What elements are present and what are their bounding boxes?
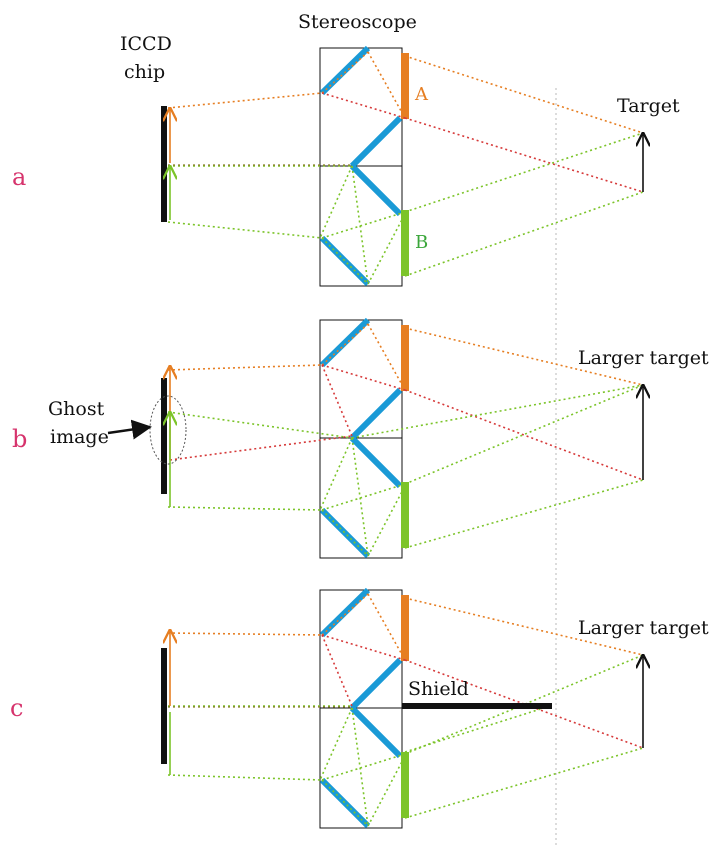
ray-green xyxy=(404,747,644,819)
panel-label-c: c xyxy=(10,694,23,722)
ghost-label-line2: image xyxy=(50,426,109,448)
iccd-chip xyxy=(161,106,167,222)
ray-red xyxy=(321,364,353,437)
mirror-a xyxy=(401,325,409,391)
ray-orange xyxy=(404,597,644,656)
ray-red xyxy=(404,117,644,193)
ray-green xyxy=(404,705,551,753)
ray-orange xyxy=(321,593,369,636)
ray-orange xyxy=(167,364,323,371)
ray-orange xyxy=(367,51,406,119)
ray-red xyxy=(404,389,644,481)
ray-green xyxy=(167,221,323,239)
ray-green xyxy=(321,753,406,781)
ray-green xyxy=(404,191,644,277)
mirror-inner-top xyxy=(349,387,403,441)
ray-green xyxy=(367,213,406,285)
mirror-outer-top xyxy=(319,45,371,96)
panel-a: a A B xyxy=(12,45,680,287)
mirror-inner-bottom xyxy=(349,705,403,759)
ray-green xyxy=(321,237,369,285)
ghost-ellipse xyxy=(149,395,187,465)
mirror-a xyxy=(401,595,409,661)
ray-green xyxy=(321,483,406,511)
ray-green xyxy=(351,384,644,439)
mirror-outer-top xyxy=(319,587,371,638)
ray-green xyxy=(404,132,644,213)
mirror-inner-top xyxy=(349,657,403,711)
ray-orange xyxy=(367,323,406,391)
ray-green xyxy=(319,165,353,239)
mirror-b-label: B xyxy=(415,232,428,253)
shield-label: Shield xyxy=(408,678,469,700)
ray-orange xyxy=(367,593,406,661)
ray-orange xyxy=(404,327,644,386)
ray-green xyxy=(321,509,369,557)
panel-b: b xyxy=(12,317,709,559)
mirror-b xyxy=(401,482,409,548)
mirror-inner-bottom xyxy=(349,163,403,217)
ray-red xyxy=(321,634,353,707)
ray-orange xyxy=(167,632,323,636)
shield xyxy=(402,703,552,709)
ray-green xyxy=(367,485,406,557)
ray-orange xyxy=(321,51,369,94)
ghost-label-line1: Ghost xyxy=(48,398,105,420)
ray-green xyxy=(321,211,406,239)
stereoscope-header: Stereoscope xyxy=(298,11,417,33)
ray-green xyxy=(319,707,353,781)
stereoscope-box xyxy=(319,47,403,287)
ray-green xyxy=(367,755,406,827)
mirror-a xyxy=(401,53,409,119)
iccd-chip xyxy=(161,648,167,764)
ray-green xyxy=(319,437,353,511)
ray-green xyxy=(167,506,323,511)
ray-orange xyxy=(167,92,323,109)
ray-orange xyxy=(321,323,369,366)
mirror-b xyxy=(401,752,409,818)
mirror-b xyxy=(401,210,409,276)
ray-green xyxy=(321,779,369,827)
mirror-inner-top xyxy=(349,115,403,169)
mirror-outer-top xyxy=(319,317,371,368)
stereoscope-box xyxy=(319,319,403,559)
chip-header-line2: chip xyxy=(124,61,165,83)
ray-green xyxy=(167,411,353,439)
ray-red xyxy=(169,435,353,461)
ghost-pointer-arrow xyxy=(107,419,152,440)
chip-header-line1: ICCD xyxy=(120,33,172,55)
ray-green xyxy=(167,774,323,781)
iccd-chip xyxy=(161,378,167,494)
mirror-a-label: A xyxy=(414,84,429,105)
panel-label-b: b xyxy=(12,425,27,453)
target-label: Larger target xyxy=(578,347,709,369)
ray-green xyxy=(404,479,644,549)
panel-c: c xyxy=(10,587,709,829)
target-label: Target xyxy=(617,95,680,117)
ray-orange xyxy=(404,55,644,134)
mirror-inner-bottom xyxy=(349,435,403,489)
panel-label-a: a xyxy=(12,163,26,191)
ray-green xyxy=(404,384,644,485)
target-label: Larger target xyxy=(578,617,709,639)
